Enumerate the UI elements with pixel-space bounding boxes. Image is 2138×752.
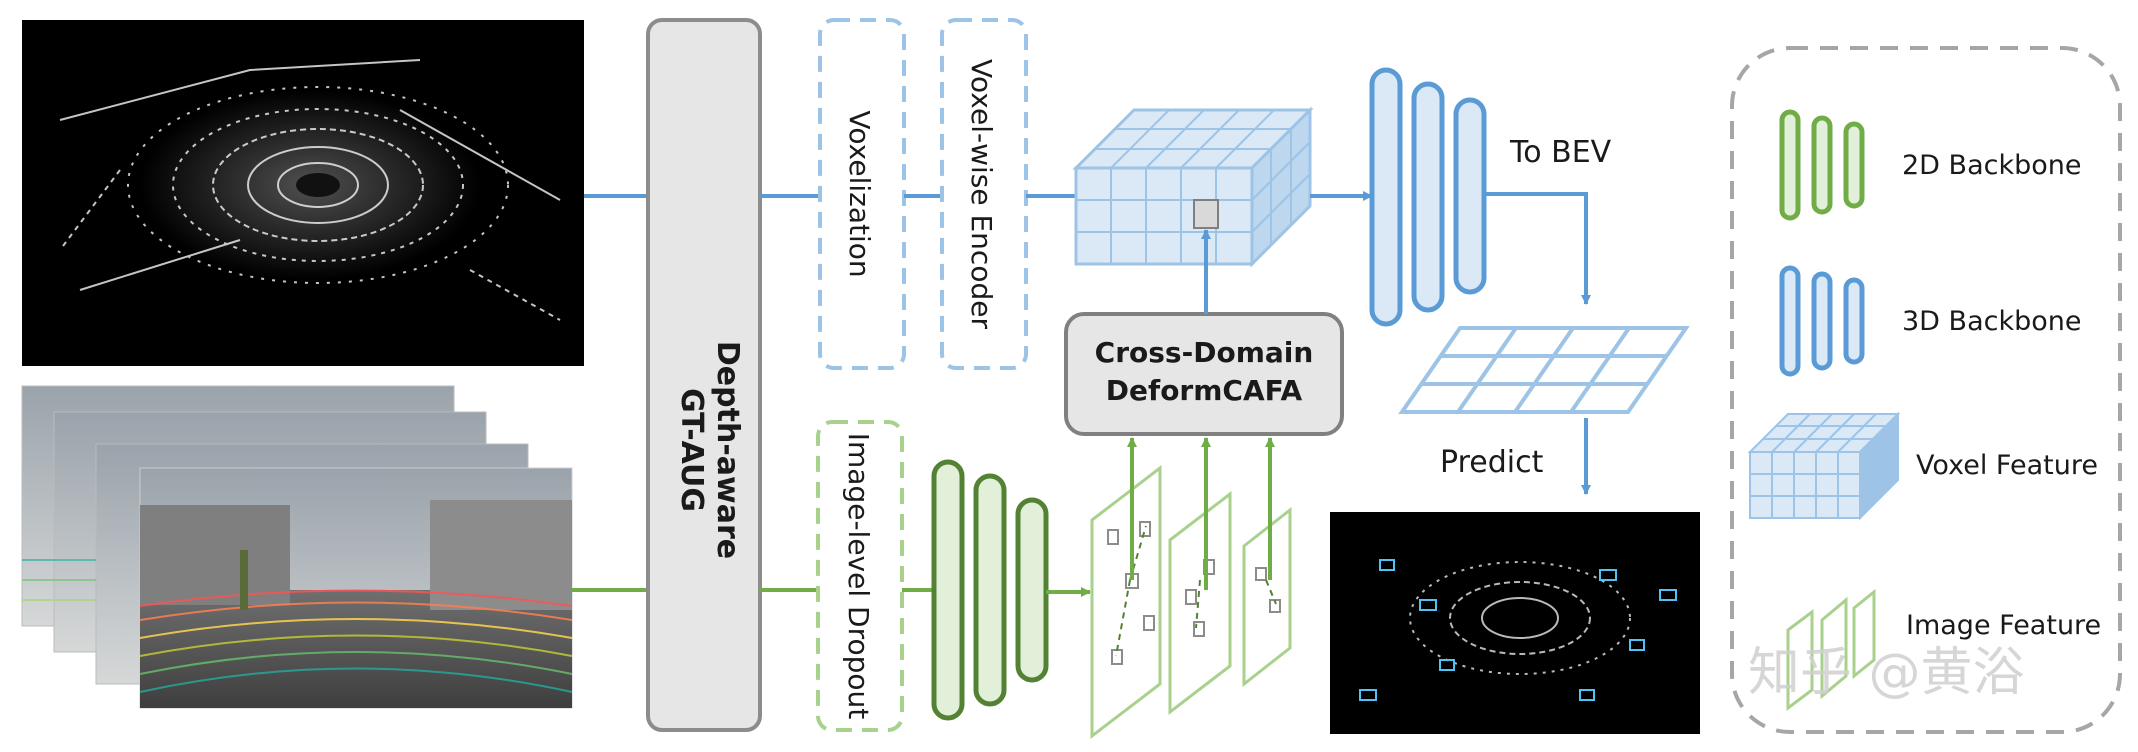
voxel-feature-cube [1072,106,1314,268]
legend-image-feature-label: Image Feature [1906,610,2101,641]
image-dropout-block: Image-level Dropout [816,420,904,732]
legend-2d-backbone-label: 2D Backbone [1902,150,2081,181]
voxel-encoder-label: Voxel-wise Encoder [965,59,998,329]
legend: 2D Backbone 3D Backbone [1730,46,2122,734]
deformcafa-block: Cross-Domain DeformCAFA [1064,312,1344,436]
gt-aug-line2: GT-AUG [674,388,709,512]
gt-aug-block: Depth-aware GT-AUG [646,18,762,732]
legend-3d-backbone-icon [1779,265,1865,377]
legend-voxel-feature-label: Voxel Feature [1916,450,2098,481]
predict-label: Predict [1440,445,1544,480]
legend-3d-backbone-label: 3D Backbone [1902,306,2081,337]
deformcafa-line2: DeformCAFA [1106,374,1303,407]
lidar-input-image [22,20,584,366]
to-bev-label: To BEV [1509,135,1612,170]
bev-feature-grid [1398,326,1690,414]
gt-aug-line1: Depth-aware [710,341,745,559]
legend-2d-backbone-icon [1779,109,1865,221]
to-bev-arrow [1484,192,1591,305]
voxel-encoder-block: Voxel-wise Encoder [940,18,1028,370]
legend-image-feature-icon [1786,588,1876,711]
deformcafa-line1: Cross-Domain [1095,336,1314,369]
camera-input-images [21,385,573,709]
watermark: 知乎 @黄浴 [1748,643,2025,703]
voxelization-label: Voxelization [843,110,876,277]
output-detection-image [1330,512,1700,734]
legend-frame [1730,46,2122,734]
3d-backbone [1369,67,1487,327]
voxelization-block: Voxelization [818,18,906,370]
legend-voxel-feature-icon [1747,411,1901,521]
2d-backbone [931,459,1049,721]
image-to-cafa-arrows [1127,437,1275,590]
image-feature-planes [1090,464,1292,740]
image-dropout-label: Image-level Dropout [842,433,875,720]
